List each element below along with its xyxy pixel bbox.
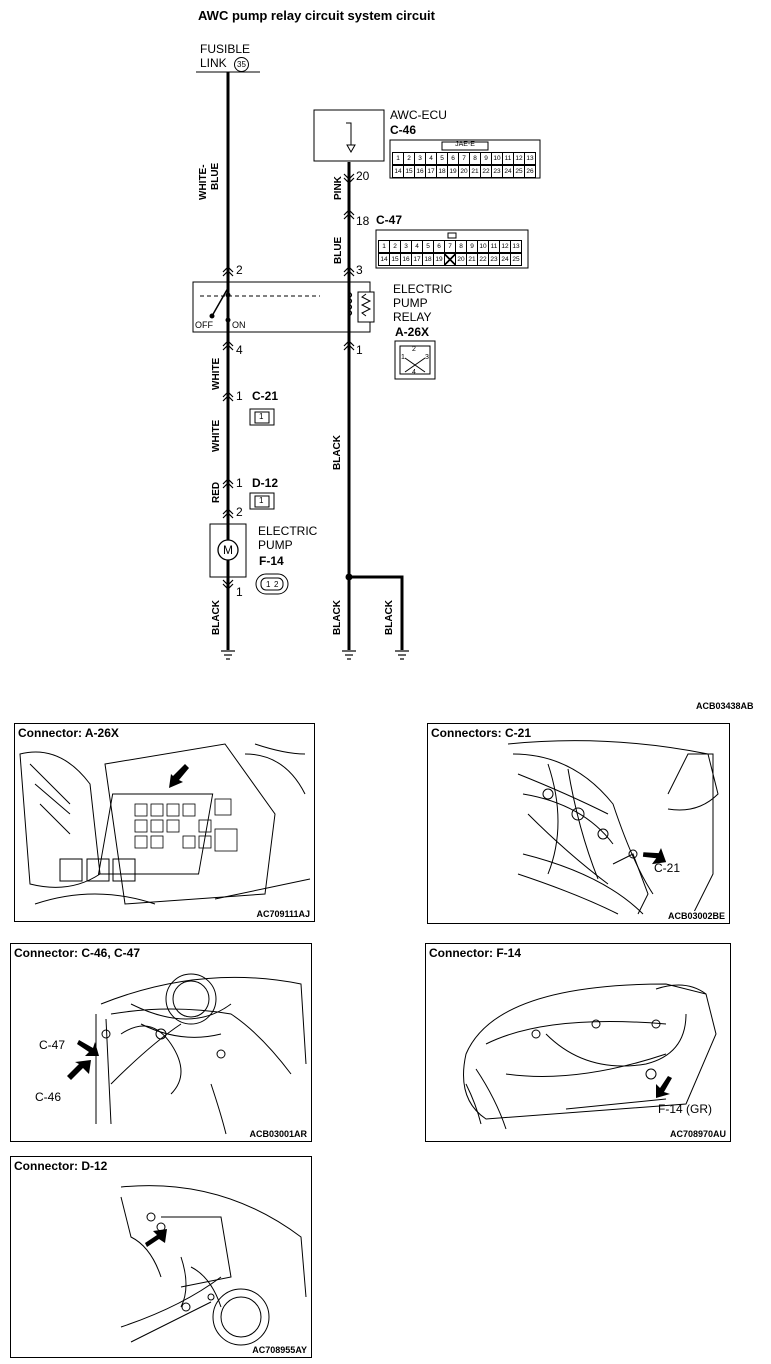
panel-connector-c46-c47: C-47 C-46 Connector: C-46, C-47 ACB03001… — [10, 943, 312, 1142]
rear-body-illustration — [120, 1185, 307, 1346]
relay-off-label: OFF — [195, 320, 213, 330]
wire-color-blue: BLUE — [333, 236, 344, 264]
c47-pin-cell: 13 — [510, 240, 522, 253]
wire-color-black-right: BLACK — [384, 600, 395, 635]
ecu-pin-cell: 26 — [524, 165, 536, 178]
d12-pin-bottom: 2 — [236, 505, 243, 519]
panel-connector-d12: Connector: D-12 AC708955AY — [10, 1156, 312, 1358]
c47-connector-id: C-47 — [376, 213, 403, 227]
panel-c46-code: ACB03001AR — [246, 1129, 307, 1139]
panel-c21-code: ACB03002BE — [664, 911, 725, 921]
panel-connector-f14: F-14 (GR) Connector: F-14 AC708970AU — [425, 943, 731, 1142]
panel-connector-c21: C-21 Connectors: C-21 ACB03002BE — [427, 723, 730, 924]
ecu-pin-cell: 13 — [524, 152, 536, 165]
relay-on-label: ON — [232, 320, 246, 330]
wire-color-black-mid-low: BLACK — [332, 600, 343, 635]
panel-d12-code: AC708955AY — [249, 1345, 307, 1355]
relay-name-3: RELAY — [393, 310, 432, 324]
wire-color-white-a: WHITE — [211, 357, 222, 390]
motor-symbol: M — [223, 543, 233, 557]
pump-cpin-2: 2 — [274, 580, 279, 589]
panel-f14-label: Connector: F-14 — [429, 946, 525, 960]
panel-f14-callout: F-14 (GR) — [658, 1102, 712, 1116]
fusible-link-label2: LINK — [200, 56, 227, 70]
pump-box — [209, 523, 247, 578]
pump-name-1: ELECTRIC — [258, 524, 318, 538]
panel-c46-label: Connector: C-46, C-47 — [14, 946, 144, 960]
ecu-connector-header: JAE-E — [455, 141, 475, 148]
ecu-connector-id: C-46 — [390, 123, 417, 137]
instrument-panel-illustration — [67, 973, 307, 1135]
relay-cpin-3: 3 — [425, 354, 429, 361]
panel-a26x-code: AC709111AJ — [253, 909, 310, 919]
c21-cpin: 1 — [259, 412, 264, 421]
pump-cpin-1: 1 — [266, 580, 271, 589]
pump-connector-id: F-14 — [259, 554, 284, 568]
d12-pin-top: 1 — [236, 476, 243, 490]
panel-c46-callout-c47: C-47 — [39, 1038, 66, 1052]
c21-connector-id: C-21 — [252, 389, 279, 403]
ecu-pin-20: 20 — [356, 169, 370, 183]
trunk-illustration — [463, 983, 717, 1130]
ecu-box — [313, 109, 385, 162]
dashboard-illustration: C-21 — [507, 740, 719, 915]
pump-name-2: PUMP — [258, 538, 293, 552]
relay-cpin-4: 4 — [412, 369, 416, 376]
panel-c21-label: Connectors: C-21 — [431, 726, 535, 740]
d12-connector-id: D-12 — [252, 476, 279, 490]
panel-d12-label: Connector: D-12 — [14, 1159, 111, 1173]
c21-pin: 1 — [236, 389, 243, 403]
relay-pin-3: 3 — [356, 263, 363, 277]
diagram-code: ACB03438AB — [696, 701, 754, 711]
panel-c46-callout-c46: C-46 — [35, 1090, 62, 1104]
wire-color-red: RED — [211, 481, 222, 503]
relay-name-2: PUMP — [393, 296, 428, 310]
engine-bay-illustration — [19, 743, 311, 905]
wire-color-black-left: BLACK — [211, 600, 222, 635]
fusible-link-label: FUSIBLE — [200, 42, 251, 56]
relay-connector-id: A-26X — [395, 325, 430, 339]
relay-pin-4: 4 — [236, 343, 243, 357]
panel-c21-callout: C-21 — [654, 861, 680, 875]
wire-ground-branch — [349, 575, 404, 650]
relay-cpin-1: 1 — [401, 354, 405, 361]
wire-color-white-blue-1: WHITE- — [198, 164, 209, 200]
pump-pin-bottom: 1 — [236, 585, 243, 599]
panel-a26x-label: Connector: A-26X — [18, 726, 122, 740]
c47-pin-cell: 25 — [510, 253, 522, 266]
d12-cpin: 1 — [259, 496, 264, 505]
relay-box — [192, 281, 371, 333]
circuit-schematic — [192, 71, 541, 660]
diagram-title: AWC pump relay circuit system circuit — [198, 8, 435, 23]
panel-connector-a26x: Connector: A-26X AC709111AJ — [14, 723, 315, 922]
wire-color-black-mid: BLACK — [332, 435, 343, 470]
c47-pin-18: 18 — [356, 214, 370, 228]
wire-color-pink: PINK — [333, 176, 344, 200]
relay-name-1: ELECTRIC — [393, 282, 453, 296]
relay-cpin-2: 2 — [412, 346, 416, 353]
ecu-name: AWC-ECU — [390, 108, 447, 122]
wire-color-white-blue-2: BLUE — [210, 162, 221, 190]
panel-f14-code: AC708970AU — [666, 1129, 726, 1139]
wire-color-white-b: WHITE — [211, 419, 222, 452]
relay-pin-2: 2 — [236, 263, 243, 277]
fusible-link-number: 35 — [234, 57, 249, 72]
relay-pin-1: 1 — [356, 343, 363, 357]
